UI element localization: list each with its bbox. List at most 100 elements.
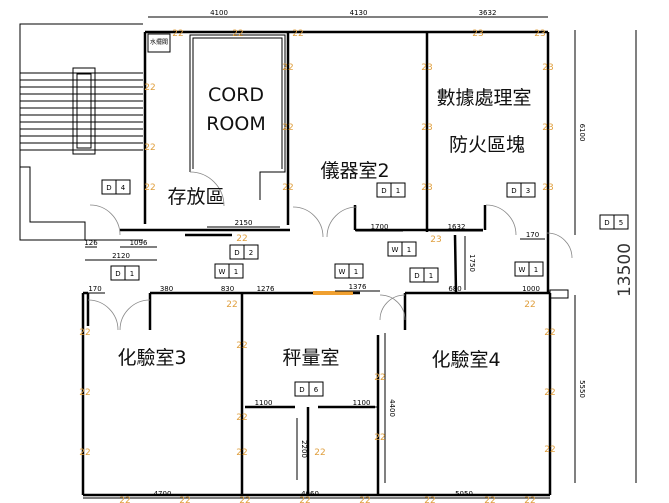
tag-type: D — [299, 386, 304, 394]
dimension-label: 1376 — [349, 283, 367, 291]
wall-marker: 22 — [144, 143, 155, 153]
dimension-label: 680 — [448, 285, 461, 293]
wall-marker: 23 — [542, 183, 553, 193]
wall-marker: 23 — [472, 29, 483, 39]
wall-marker: 23 — [430, 235, 441, 245]
tag-type: D — [115, 270, 120, 278]
room-label-lab-4: 化驗室4 — [431, 349, 500, 371]
room-label-cord: CORD — [208, 84, 264, 106]
door-swing — [546, 232, 573, 259]
wall-marker: 22 — [236, 448, 247, 458]
dimension-label: 5550 — [578, 380, 586, 398]
dimension-label: 1100 — [255, 399, 273, 407]
wall-marker: 23 — [421, 63, 432, 73]
doors — [87, 171, 573, 331]
dimension-label: 830 — [221, 285, 234, 293]
dimension-label: 1096 — [130, 239, 148, 247]
wall-marker: 22 — [282, 123, 293, 133]
column — [549, 289, 569, 299]
door-swing — [189, 171, 225, 207]
wall-marker: 23 — [542, 63, 553, 73]
wall-marker: 22 — [119, 496, 130, 503]
tag-type: W — [219, 268, 226, 276]
dimension-label: 1632 — [448, 223, 466, 231]
door-swing — [119, 299, 151, 331]
dimension-label: 2120 — [112, 252, 130, 260]
total-dimension: 13500 — [615, 243, 635, 297]
dimension-label: 380 — [160, 285, 173, 293]
wall-marker: 22 — [144, 183, 155, 193]
wall-marker: 22 — [79, 388, 90, 398]
door-swing — [326, 206, 358, 238]
wall-marker: 22 — [374, 433, 385, 443]
valve-label: 水擺閥 — [150, 38, 168, 46]
door-swing — [292, 206, 324, 238]
window-w1 — [313, 291, 353, 295]
wall-marker: 22 — [282, 183, 293, 193]
dimension-label: 4100 — [210, 9, 228, 17]
wall-marker: 23 — [421, 183, 432, 193]
wall-marker: 22 — [374, 373, 385, 383]
door-swing — [379, 294, 406, 321]
wall-marker: 22 — [226, 300, 237, 310]
wall-marker: 22 — [424, 496, 435, 503]
dimension-label: 3632 — [479, 9, 497, 17]
valve-box — [147, 33, 171, 53]
wall-marker: 22 — [236, 341, 247, 351]
dimension-label: 1700 — [371, 223, 389, 231]
wall-marker: 22 — [544, 328, 555, 338]
room-label-lab-3: 化驗室3 — [117, 347, 186, 369]
tag-number: 4 — [121, 184, 126, 192]
tag-number: 3 — [526, 187, 530, 195]
wall-marker: 22 — [299, 496, 310, 503]
wall-marker: 22 — [544, 388, 555, 398]
tag-type: D — [106, 184, 111, 192]
stair-handrail-inner — [76, 73, 92, 149]
dimension-label: 170 — [526, 231, 539, 239]
cord-room-wall — [189, 34, 286, 200]
dimension-label: 2150 — [235, 219, 253, 227]
wall-marker: 22 — [282, 63, 293, 73]
stair-landing — [20, 166, 86, 240]
stairwell — [19, 23, 143, 241]
tag-type: D — [381, 187, 386, 195]
wall-marker: 22 — [359, 496, 370, 503]
wall-marker: 22 — [236, 234, 247, 244]
wall-marker: 22 — [79, 328, 90, 338]
wall-marker: 22 — [292, 29, 303, 39]
tag-number: 1 — [234, 268, 238, 276]
wall-marker: 22 — [79, 448, 90, 458]
door-swing — [485, 204, 517, 236]
tag-number: 6 — [314, 386, 319, 394]
tag-number: 2 — [249, 249, 253, 257]
dimension-label: 4130 — [350, 9, 368, 17]
dimension-label: 4400 — [388, 399, 396, 417]
tag-type: D — [414, 272, 419, 280]
cord-room-wall-inner — [192, 37, 283, 169]
wall-marker: 22 — [232, 29, 243, 39]
room-label-storage: 存放區 — [167, 186, 224, 208]
wall-marker: 22 — [544, 445, 555, 455]
dimension-label: 1276 — [257, 285, 275, 293]
dimension-label: 126 — [84, 239, 98, 247]
tag-number: 1 — [407, 246, 411, 254]
tag-number: 1 — [429, 272, 433, 280]
dimension-label: 1750 — [468, 254, 476, 272]
tag-number: 1 — [354, 268, 358, 276]
tag-number: 1 — [534, 266, 538, 274]
walls — [81, 30, 569, 497]
dimension-label: 6100 — [578, 124, 586, 142]
tag-type: W — [519, 266, 526, 274]
room-label-cord-2: ROOM — [206, 113, 266, 135]
wall-marker: 22 — [484, 496, 495, 503]
room-label-fire-zone: 防火區塊 — [449, 134, 525, 156]
wall-marker: 22 — [144, 83, 155, 93]
wall-marker: 22 — [524, 496, 535, 503]
wall-marker: 22 — [172, 29, 183, 39]
dimension-label: 2200 — [300, 440, 308, 458]
tag-number: 5 — [619, 219, 623, 227]
wall-marker: 22 — [239, 496, 250, 503]
